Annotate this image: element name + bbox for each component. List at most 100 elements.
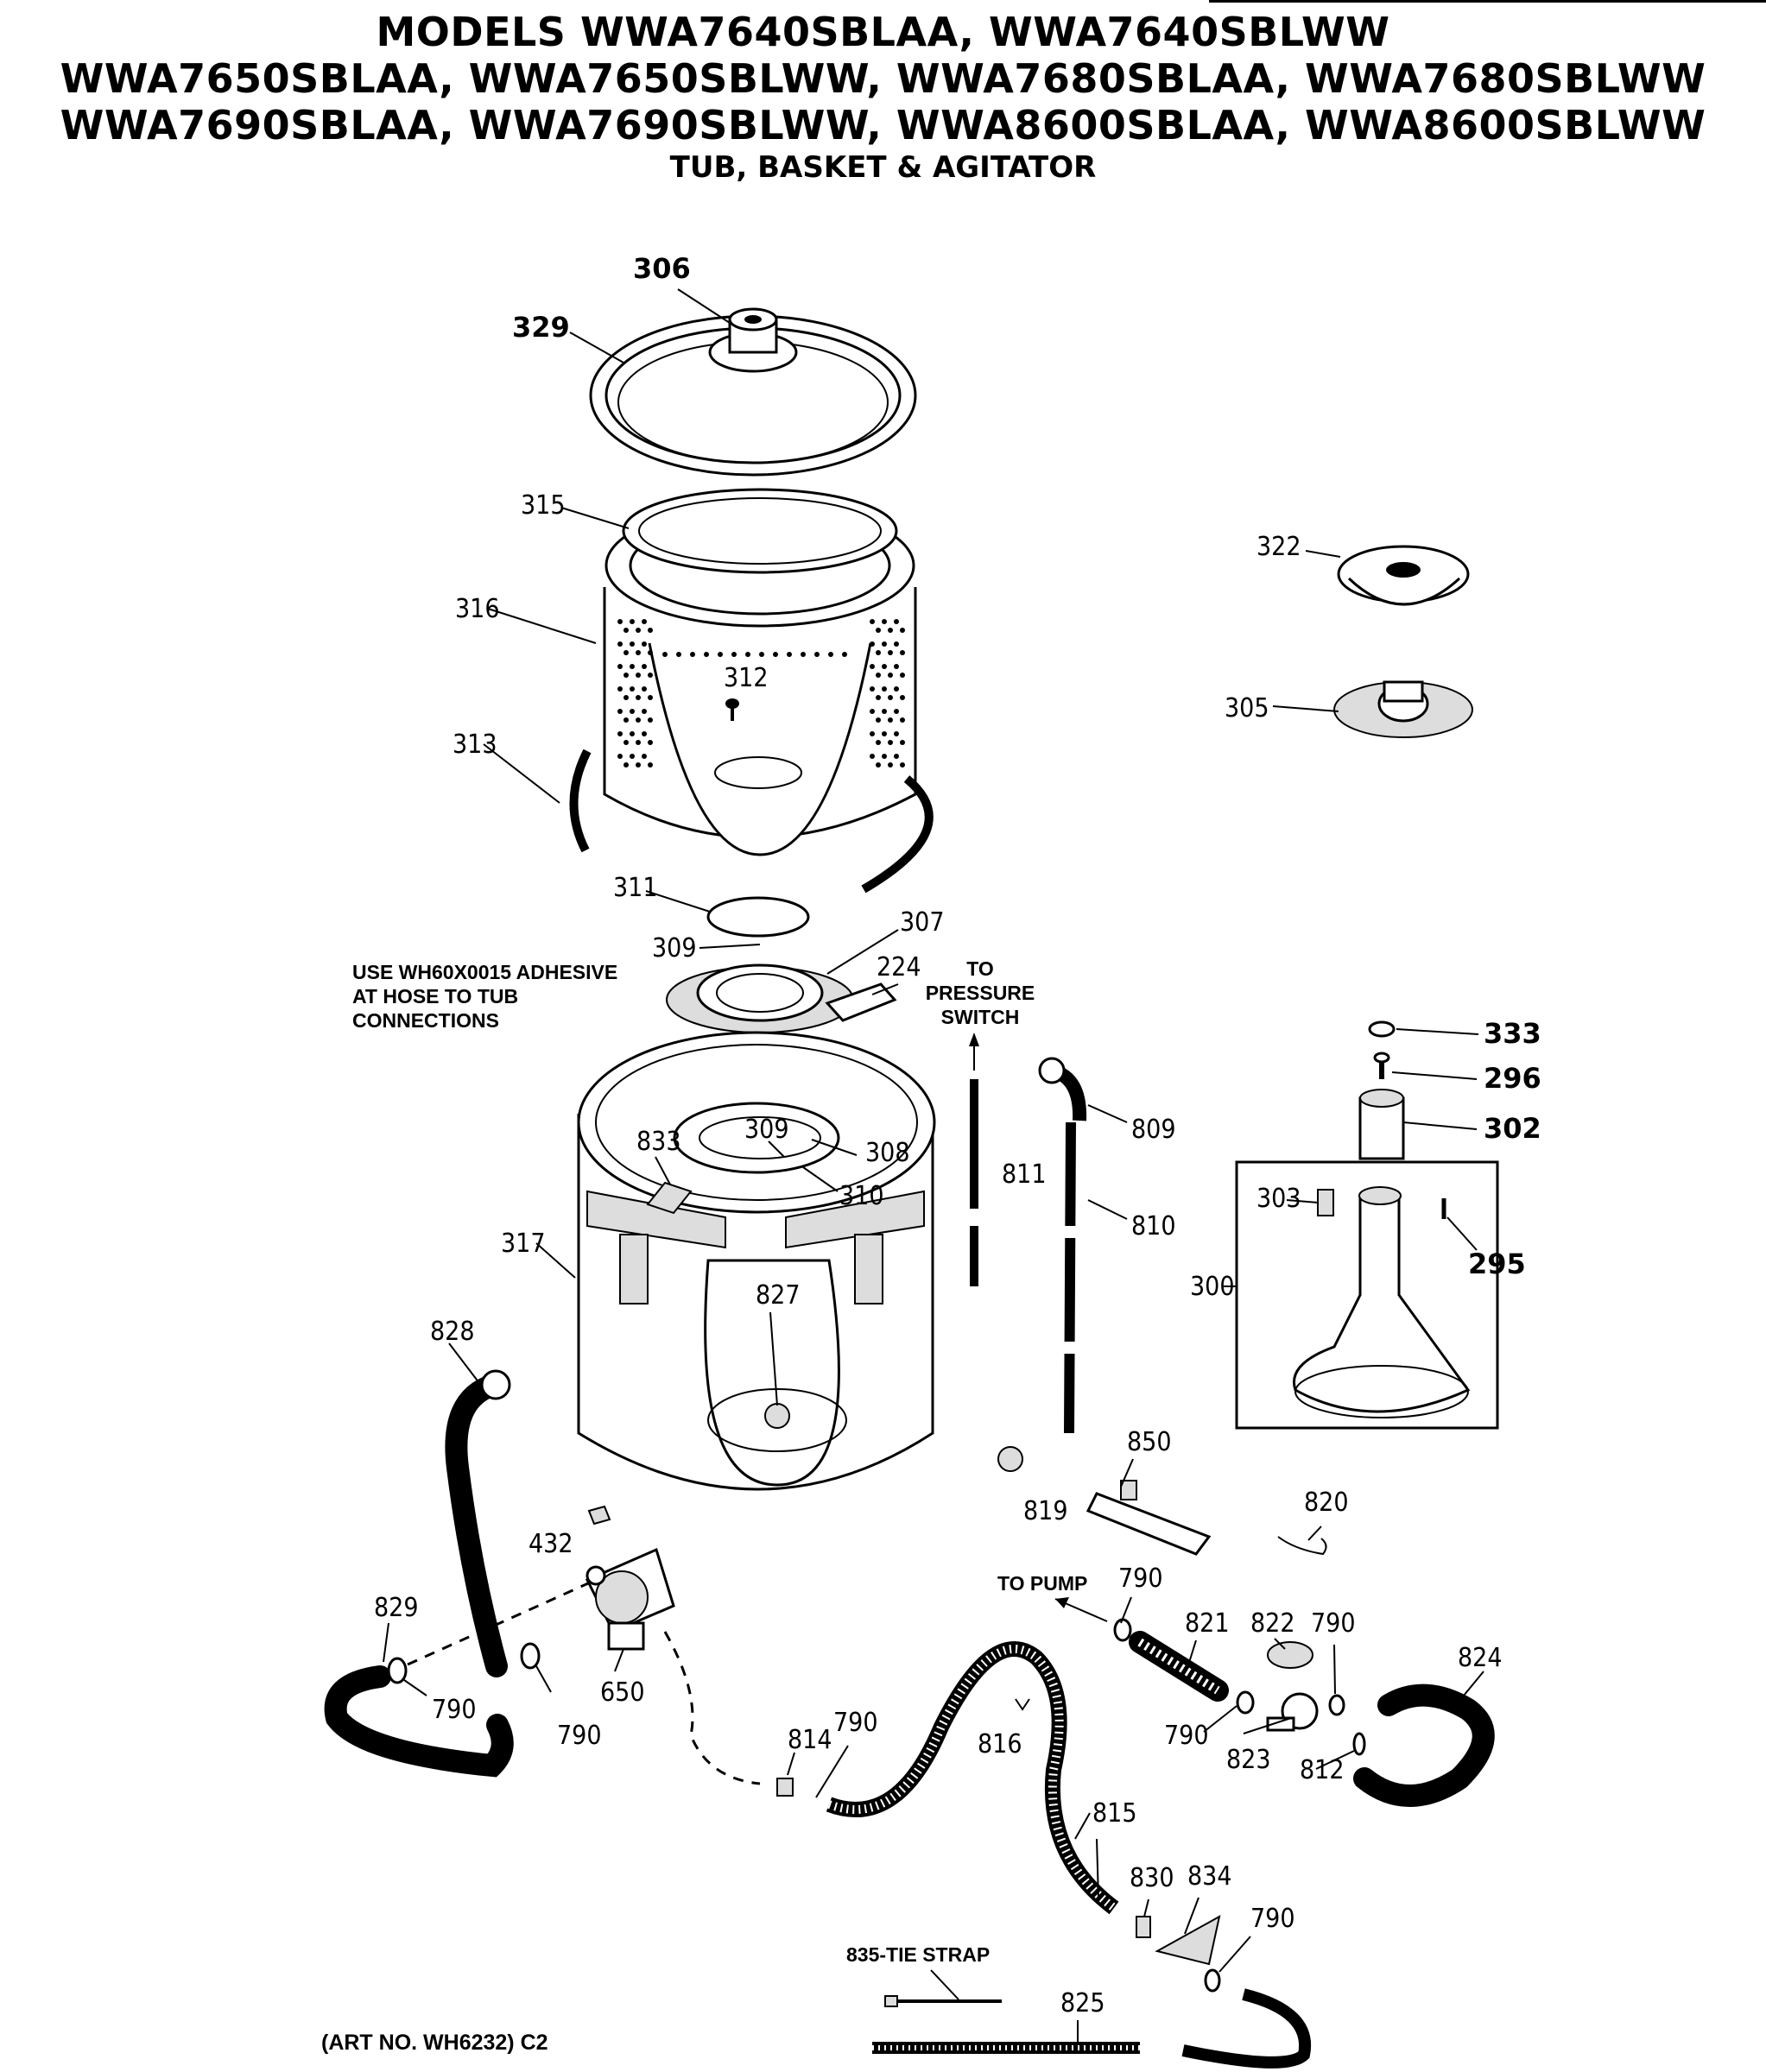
- cap-333: [1368, 1020, 1396, 1038]
- label-812: 812: [1300, 1755, 1345, 1785]
- basket-hole: [676, 652, 681, 657]
- basket-hole: [787, 652, 792, 657]
- label-819: 819: [1023, 1496, 1068, 1526]
- basket-hole: [704, 652, 709, 657]
- label-302: 302: [1484, 1112, 1541, 1145]
- balance-ring-329: [589, 314, 917, 477]
- basket-hole: [828, 652, 833, 657]
- basket-hole: [900, 650, 905, 655]
- basket-hole: [636, 628, 641, 633]
- outer-tub-317: [577, 1031, 936, 1491]
- basket-hole: [894, 754, 899, 759]
- bolt-312: [725, 698, 739, 721]
- basket-hole: [814, 652, 820, 657]
- arrow-to-pump: [1054, 1597, 1108, 1622]
- label-309-top: 309: [652, 933, 697, 963]
- label-322: 322: [1256, 532, 1301, 562]
- basket-hole: [900, 762, 905, 768]
- hub-307: [666, 963, 854, 1033]
- label-790-d: 790: [1311, 1608, 1356, 1639]
- clamps-790-left: [387, 1642, 541, 1684]
- agitator-cap-306: [708, 307, 798, 373]
- basket-hole: [636, 673, 641, 678]
- label-822: 822: [1250, 1608, 1295, 1639]
- basket-hole: [888, 740, 893, 745]
- label-790-c: 790: [1118, 1563, 1163, 1594]
- check-valve-822: [1267, 1641, 1313, 1669]
- label-830: 830: [1130, 1863, 1174, 1893]
- basket-hole: [642, 664, 647, 669]
- basket-hole: [870, 664, 875, 669]
- dome-809: [1038, 1057, 1087, 1121]
- drain-hose-815: [826, 1641, 1119, 1915]
- basket-hole: [888, 650, 893, 655]
- label-317: 317: [501, 1229, 546, 1259]
- clamp-790-bottom: [1204, 1968, 1221, 1993]
- label-790-g: 790: [1250, 1904, 1295, 1934]
- basket-hole: [882, 619, 887, 624]
- basket-hole: [870, 731, 875, 736]
- label-809: 809: [1131, 1115, 1176, 1145]
- basket-hole: [623, 650, 629, 655]
- clamp-ring-311: [706, 896, 810, 938]
- diagram-header: MODELS WWA7640SBLAA, WWA7640SBLWW WWA765…: [0, 9, 1766, 185]
- basket-perforations: [617, 619, 905, 768]
- label-811: 811: [1002, 1159, 1047, 1190]
- label-313: 313: [453, 730, 497, 760]
- note-adhesive-line-1: USE WH60X0015 ADHESIVE: [352, 961, 617, 983]
- basket-hole: [876, 740, 881, 745]
- nozzle-833: [646, 1181, 693, 1215]
- basket-hole: [623, 695, 629, 700]
- basket-hole: [894, 709, 899, 714]
- diagram-subtitle: TUB, BASKET & AGITATOR: [669, 150, 1097, 185]
- basket-hole: [759, 652, 764, 657]
- basket-hole: [642, 709, 647, 714]
- label-295: 295: [1468, 1248, 1526, 1280]
- basket-hole: [648, 695, 653, 700]
- note-to-pump: TO PUMP: [997, 1572, 1087, 1595]
- basket-hole: [623, 762, 629, 768]
- basket-hole: [894, 686, 899, 692]
- basket-hole: [876, 717, 881, 723]
- basket-hole: [882, 686, 887, 692]
- fitting-830: [1136, 1916, 1151, 1938]
- label-310: 310: [839, 1181, 884, 1211]
- basket-hole: [870, 619, 875, 624]
- basket-hole: [900, 695, 905, 700]
- label-224: 224: [877, 952, 921, 982]
- basket-hole: [617, 754, 623, 759]
- basket-hole: [617, 686, 623, 692]
- basket-hole: [623, 740, 629, 745]
- basket-hole: [630, 664, 635, 669]
- hose-824: [1353, 1684, 1495, 1807]
- basket-hole: [870, 686, 875, 692]
- label-829: 829: [374, 1593, 419, 1623]
- basket-hole: [894, 664, 899, 669]
- basket-hole: [642, 619, 647, 624]
- spring-820: [1277, 1536, 1327, 1556]
- label-306: 306: [633, 252, 691, 285]
- arrow-to-pressure-switch: [969, 1033, 979, 1071]
- basket-hole: [636, 740, 641, 745]
- basket-hole: [876, 673, 881, 678]
- label-821: 821: [1185, 1608, 1230, 1639]
- basket-hole: [642, 754, 647, 759]
- label-814: 814: [788, 1725, 832, 1755]
- basket-hole: [662, 652, 668, 657]
- basket-hole: [876, 762, 881, 768]
- label-828: 828: [430, 1317, 475, 1347]
- bracket-224: [825, 982, 897, 1022]
- label-790-e: 790: [1164, 1721, 1209, 1751]
- basket-hole: [642, 731, 647, 736]
- label-790-f: 790: [833, 1708, 878, 1738]
- basket-hole: [870, 641, 875, 647]
- basket-hole: [623, 717, 629, 723]
- note-pressure-line-3: SWITCH: [941, 1006, 1020, 1028]
- label-810: 810: [1131, 1211, 1176, 1241]
- basket-hole: [630, 731, 635, 736]
- basket-hole: [876, 650, 881, 655]
- clip-816: [1015, 1698, 1030, 1711]
- hose-828: [445, 1369, 511, 1677]
- note-pressure-line-1: TO: [966, 957, 994, 980]
